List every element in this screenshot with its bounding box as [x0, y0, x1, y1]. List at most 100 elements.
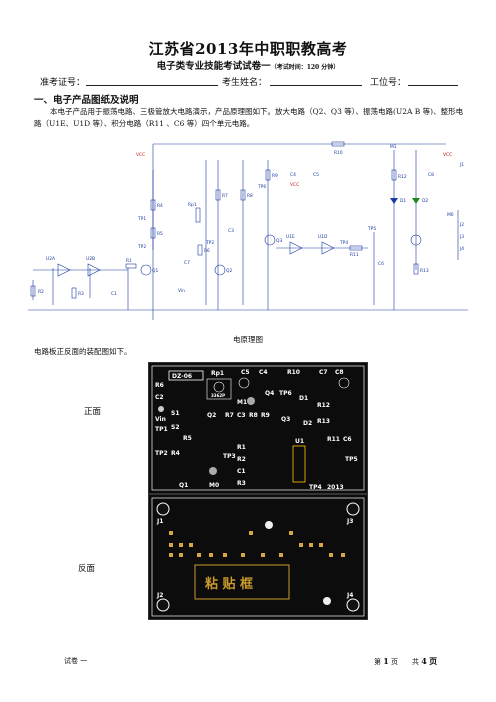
name-field[interactable] [270, 85, 362, 86]
pcb-back-view: J1 J3 J2 J4 粘 贴 框 [148, 494, 368, 620]
back-side-label: 反面 [78, 564, 96, 574]
page-total: 4 [421, 656, 427, 666]
q2-symbol [214, 264, 226, 276]
front-m1-label: M1 [237, 399, 247, 406]
front-r11-label: R11 [327, 436, 340, 443]
front-vin-label: Vin [155, 416, 166, 423]
j2-label: J2 [459, 222, 464, 228]
r7-label: R7 [222, 193, 228, 199]
d1-label: D1 [400, 198, 406, 204]
front-q3-label: Q3 [281, 416, 290, 423]
front-year-label: 2013 [327, 484, 344, 491]
r12-symbol [391, 169, 397, 181]
board-note: 电路板正反面的装配图如下。 [34, 347, 132, 356]
vcc3-label: VCC [443, 152, 452, 158]
r13-label: R13 [420, 268, 429, 274]
front-q2-label: Q2 [207, 412, 216, 419]
r6-label: R6 [204, 248, 210, 254]
front-d2-label: D2 [303, 420, 312, 427]
exam-no-field[interactable] [86, 85, 218, 86]
section-description: 本电子产品用于振荡电路、三极管放大电路演示，产品原理图如下。放大电路（Q2、Q3… [34, 107, 464, 128]
q2-wiring [205, 160, 219, 310]
back-j1-label: J1 [156, 518, 163, 525]
c8-footprint [338, 377, 350, 389]
r6-symbol [197, 244, 203, 256]
front-tp5-label: TP5 [345, 456, 358, 463]
r8-label: R8 [247, 193, 253, 199]
j3-pad [346, 502, 360, 516]
r9-symbol [265, 169, 271, 181]
exam-time-note: （考试时间：120 分钟） [270, 64, 340, 71]
front-c2-label: C2 [155, 394, 164, 401]
front-r12-label: R12 [317, 402, 330, 409]
m0-label: M0 [447, 212, 454, 218]
tp5-label: TP5 [367, 226, 376, 232]
front-rp1-label: Rp1 [211, 370, 224, 377]
back-j2-label: J2 [156, 592, 163, 599]
page-title: 江苏省2013年中职职教高考 [148, 40, 348, 58]
front-tp1-label: TP1 [155, 426, 168, 433]
u1-footprint [292, 445, 306, 483]
osc-wiring [32, 268, 129, 310]
footer-paper-label: 试卷 一 [64, 657, 88, 665]
front-r5-label: R5 [183, 435, 192, 442]
footer-page-info: 第 1 页 共 4 页 [374, 656, 437, 667]
tp6-label: TP6 [257, 184, 266, 190]
back-j4-label: J4 [346, 592, 353, 599]
front-c7-label: C7 [319, 369, 328, 376]
q3-wiring [242, 160, 269, 310]
front-r13-label: R13 [317, 418, 330, 425]
pcb-front-view: DZ-06 Rp1 3362P R6 C2 C5 C4 R10 C7 C8 Vi… [148, 362, 368, 494]
j1-label: J1 [459, 162, 464, 168]
front-s1-label: S1 [171, 410, 180, 417]
schematic-caption: 电原理图 [233, 335, 263, 344]
front-r10-label: R10 [287, 369, 300, 376]
u1d-label: U1D [318, 234, 328, 240]
rp1-footprint [206, 378, 232, 400]
c4-label: C4 [290, 172, 296, 178]
d2-symbol [412, 198, 420, 204]
q1-symbol [140, 264, 152, 276]
front-c6-label: C6 [343, 436, 352, 443]
q4-symbol [410, 234, 422, 246]
r2-label: R2 [38, 289, 44, 295]
back-paste-label: 粘 贴 框 [204, 576, 253, 592]
u2a-gate [57, 263, 71, 277]
r4-label: R4 [157, 203, 163, 209]
front-tp3-label: TP3 [223, 453, 236, 460]
dz06-box [168, 370, 204, 381]
back-mount-hole-top [265, 521, 273, 529]
front-c8-label: C8 [335, 369, 344, 376]
j1-pad [156, 502, 170, 516]
c8-label: C8 [428, 172, 434, 178]
front-r3-label: R3 [237, 480, 246, 487]
front-c5-label: C5 [241, 369, 250, 376]
exam-no-label: 准考证号： [40, 78, 86, 88]
solder-pads [169, 531, 345, 557]
station-label: 工位号： [370, 78, 407, 88]
station-field[interactable] [408, 85, 458, 86]
candidate-info-line: 准考证号： 考生姓名： 工位号： [40, 75, 460, 88]
front-d1-label: D1 [299, 395, 308, 402]
top-rail [152, 143, 446, 320]
r5-label: R5 [157, 231, 163, 237]
front-dz-label: DZ-06 [172, 373, 192, 380]
front-r8-label: R8 [249, 412, 258, 419]
front-tp4-label: TP4 [309, 484, 322, 491]
tp2-mid-label: TP2 [205, 240, 214, 246]
u2b-label: U2B [86, 256, 95, 262]
m1-label: M1 [390, 144, 397, 150]
front-q4-label: Q4 [265, 390, 274, 397]
front-c3-label: C3 [237, 412, 246, 419]
front-c1-label: C1 [237, 468, 246, 475]
c3-label: C3 [228, 228, 234, 234]
front-s2-label: S2 [171, 424, 180, 431]
page-suffix: 页 [429, 656, 438, 666]
u2a-label: U2A [46, 256, 55, 262]
vcc1-label: VCC [136, 152, 145, 158]
q2-label: Q2 [226, 268, 232, 274]
m1-pad [247, 397, 255, 405]
u1e-label: U1E [286, 234, 295, 240]
tp2-label: TP2 [137, 244, 146, 250]
page-number: 1 [383, 656, 389, 666]
